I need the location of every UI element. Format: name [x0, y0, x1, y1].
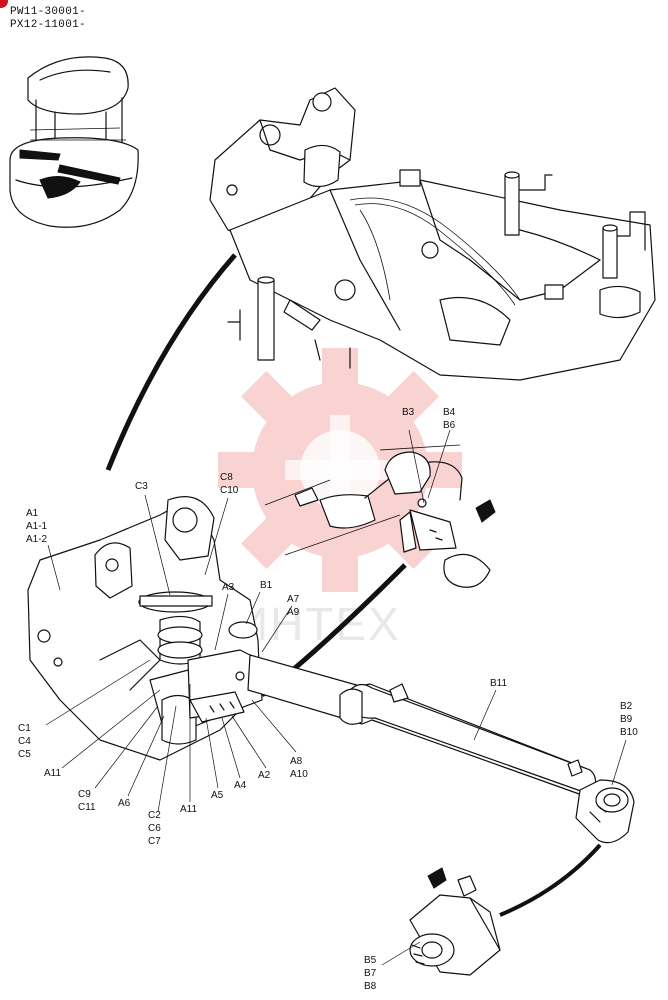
serial-range-2: PX12-11001- [10, 19, 86, 31]
label-c6: C6 [148, 823, 161, 834]
label-a7: A7 [287, 594, 300, 605]
corner-marker [0, 0, 8, 8]
label-a2: A2 [258, 770, 271, 781]
label-c8: C8 [220, 472, 233, 483]
serial-range-1: PW11-30001- [10, 6, 86, 18]
label-b5: B5 [364, 955, 377, 966]
rod-end-detail [409, 867, 501, 976]
label-a8: A8 [290, 756, 303, 767]
label-c11: C11 [78, 802, 96, 813]
label-b7: B7 [364, 968, 377, 979]
label-b6: B6 [443, 420, 456, 431]
label-c10: C10 [220, 485, 239, 496]
label-b4: B4 [443, 407, 456, 418]
label-c1: C1 [18, 723, 31, 734]
label-a4: A4 [234, 780, 247, 791]
label-a3: A3 [222, 582, 235, 593]
clamp-detail [264, 444, 496, 588]
upper-frame-assembly [209, 87, 656, 381]
callout-curve-3 [499, 843, 602, 917]
leader-lines [45, 429, 627, 966]
watermark-text: ИНТЕХ [235, 598, 401, 650]
label-a10: A10 [290, 769, 308, 780]
label-a5: A5 [211, 790, 224, 801]
label-b10: B10 [620, 727, 638, 738]
part-labels: A1 A1-1 A1-2 C3 C8 C10 A3 B1 A7 A9 C1 C4… [18, 407, 638, 992]
label-c7: C7 [148, 836, 161, 847]
label-a11-left: A11 [44, 768, 61, 779]
label-a1: A1 [26, 508, 39, 519]
label-b11: B11 [490, 678, 507, 689]
label-b3: B3 [402, 407, 415, 418]
label-b1: B1 [260, 580, 273, 591]
label-c4: C4 [18, 736, 31, 747]
callout-curve-1 [105, 253, 237, 471]
swing-bracket-assembly [27, 496, 635, 844]
label-c3: C3 [135, 481, 148, 492]
label-c9: C9 [78, 789, 91, 800]
label-c2: C2 [148, 810, 161, 821]
label-a6: A6 [118, 798, 131, 809]
watermark-logo [218, 348, 462, 592]
label-a11-mid: A11 [180, 804, 197, 815]
label-b2: B2 [620, 701, 633, 712]
label-a9: A9 [287, 607, 300, 618]
label-b9: B9 [620, 714, 633, 725]
machine-thumbnail [9, 56, 139, 228]
label-b8: B8 [364, 981, 377, 992]
label-c5: C5 [18, 749, 31, 760]
label-a1-2: A1-2 [26, 534, 48, 545]
label-a1-1: A1-1 [26, 521, 48, 532]
